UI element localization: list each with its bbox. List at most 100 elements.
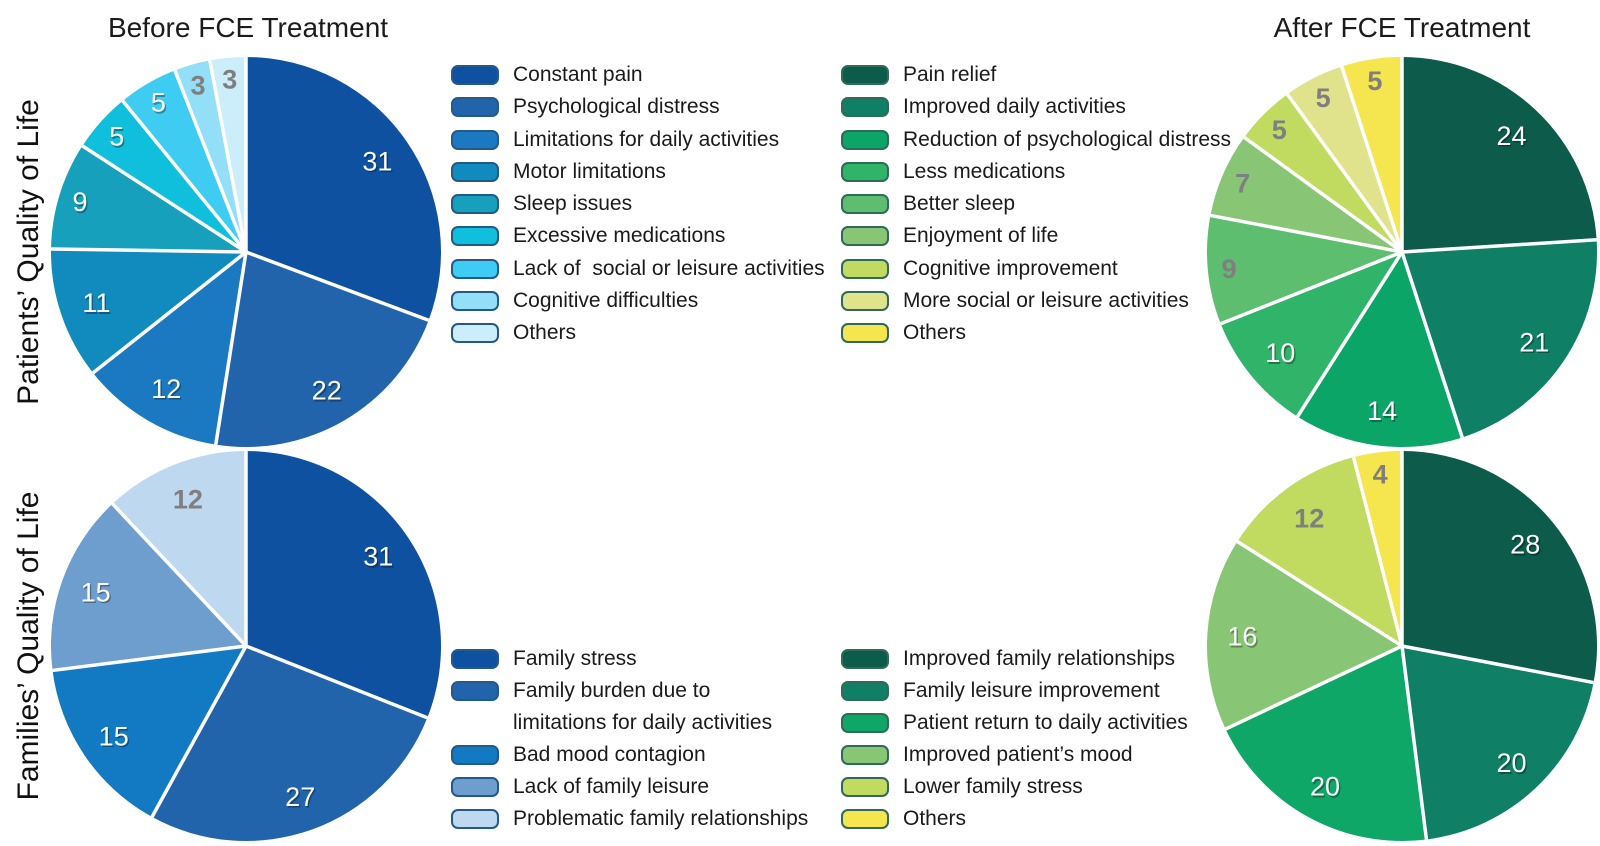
- slice-separator: [52, 644, 247, 673]
- slice-separator: [1236, 540, 1403, 648]
- axis-label-families-quality-of-life: Families’ Quality of Life: [12, 491, 45, 801]
- legend-item: Others: [841, 317, 1231, 349]
- legend-label: Patient return to daily activities: [903, 711, 1188, 734]
- pie-slice: [52, 646, 246, 817]
- slice-value-label: 20: [1310, 772, 1340, 802]
- legend-label: Enjoyment of life: [903, 224, 1059, 248]
- legend-item: Family leisure improvement: [841, 675, 1188, 707]
- legend-swatch: [451, 681, 499, 701]
- pie-slice: [1206, 215, 1402, 324]
- legend-label: Improved family relationships: [903, 647, 1175, 670]
- legend-swatch: [841, 290, 889, 311]
- legend-swatch: [841, 649, 889, 669]
- legend-swatch: [451, 129, 499, 150]
- slice-value-label: 15: [100, 723, 130, 753]
- slice-value-label: 9: [1222, 254, 1237, 284]
- legend-swatch: [451, 290, 499, 311]
- chart-title-before: Before FCE Treatment: [107, 12, 389, 43]
- pie-slice: [1402, 239, 1598, 438]
- slice-separator: [1243, 135, 1404, 254]
- slice-value-label: 9: [72, 187, 87, 217]
- slice-value-label: 5: [152, 89, 167, 119]
- legend-swatch: [841, 681, 889, 701]
- legend-label: Lack of social or leisure activities: [513, 256, 825, 280]
- slice-value-label: 16: [1227, 621, 1257, 651]
- legend-item: Reduction of psychological distress: [841, 124, 1231, 156]
- pie-slice: [1402, 646, 1594, 840]
- legend-label: Family burden due to limitations for dai…: [513, 679, 773, 734]
- slice-value-label: 15: [82, 579, 112, 609]
- pie-slice: [1402, 451, 1598, 683]
- legend-label: Pain relief: [903, 63, 997, 87]
- legend-swatch: [841, 777, 889, 797]
- legend-label: Motor limitations: [513, 159, 666, 183]
- slice-value-label: 10: [1267, 340, 1297, 370]
- slice-value-label: 14: [1368, 398, 1398, 428]
- legend-item: Cognitive difficulties: [451, 285, 825, 317]
- slice-separator: [121, 99, 248, 254]
- slice-separator: [150, 645, 248, 818]
- pie-slice: [93, 252, 246, 445]
- pie-slice: [112, 451, 246, 646]
- slice-value-label: 10: [1265, 338, 1295, 368]
- pie-slice: [51, 145, 246, 252]
- slice-value-label: 27: [287, 784, 317, 814]
- legend-swatch: [451, 649, 499, 669]
- slice-value-label: 5: [111, 123, 126, 153]
- slice-value-label: 28: [1510, 530, 1540, 560]
- legend-label: Bad mood contagion: [513, 743, 706, 766]
- legend-label: Excessive medications: [513, 224, 726, 248]
- legend-label: Lack of family leisure: [513, 775, 710, 798]
- slice-value-label: 20: [1311, 773, 1341, 803]
- legend-item: Pain relief: [841, 59, 1231, 91]
- legend-label: Cognitive improvement: [903, 256, 1118, 280]
- slice-value-label: 11: [82, 288, 110, 318]
- slice-separator: [1220, 250, 1403, 326]
- slice-value-label: 15: [99, 721, 129, 751]
- legend-label: Others: [903, 321, 967, 345]
- chart-title-after: After FCE Treatment: [1273, 12, 1531, 43]
- legend-item: Family burden due to limitations for dai…: [451, 675, 808, 739]
- legend-item: Others: [841, 803, 1188, 835]
- legend-swatch: [841, 713, 889, 733]
- pie-slice: [1237, 457, 1402, 646]
- slice-value-label: 5: [1272, 115, 1287, 145]
- legend-swatch: [451, 323, 499, 344]
- legend-label: Psychological distress: [513, 95, 720, 119]
- slice-value-label: 11: [84, 290, 112, 320]
- legend-swatch: [451, 161, 499, 182]
- pie-slice: [50, 248, 246, 373]
- legend-label: Reduction of psychological distress: [903, 127, 1232, 151]
- slice-value-label: 5: [109, 122, 124, 152]
- legend-label: More social or leisure activities: [903, 288, 1189, 312]
- slice-separator: [208, 60, 248, 253]
- slice-separator: [1296, 251, 1404, 418]
- legend-swatch: [841, 809, 889, 829]
- legend-item: Lack of social or leisure activities: [451, 253, 825, 285]
- legend-label: Constant pain: [513, 63, 643, 87]
- legend-item: Improved daily activities: [841, 91, 1231, 123]
- legend-swatch: [841, 65, 889, 86]
- legend-label: Others: [903, 807, 967, 830]
- slice-separator: [1340, 65, 1404, 253]
- legend-label: Lower family stress: [903, 775, 1083, 798]
- legend-swatch: [841, 161, 889, 182]
- legend-item: Problematic family relationships: [451, 803, 808, 835]
- legend-swatch: [451, 777, 499, 797]
- legend-label: Family stress: [513, 647, 637, 670]
- slice-separator: [1224, 644, 1403, 731]
- pie-slice: [1297, 252, 1463, 448]
- legend-item: Cognitive improvement: [841, 253, 1231, 285]
- legend-item: Others: [451, 317, 825, 349]
- slice-value-label: 4: [1373, 459, 1388, 489]
- legend-label: Less medications: [903, 159, 1066, 183]
- slice-value-label: 14: [1367, 396, 1397, 426]
- slice-value-label: 28: [1512, 531, 1542, 561]
- legend-label: Cognitive difficulties: [513, 288, 699, 312]
- legend-swatch: [451, 226, 499, 247]
